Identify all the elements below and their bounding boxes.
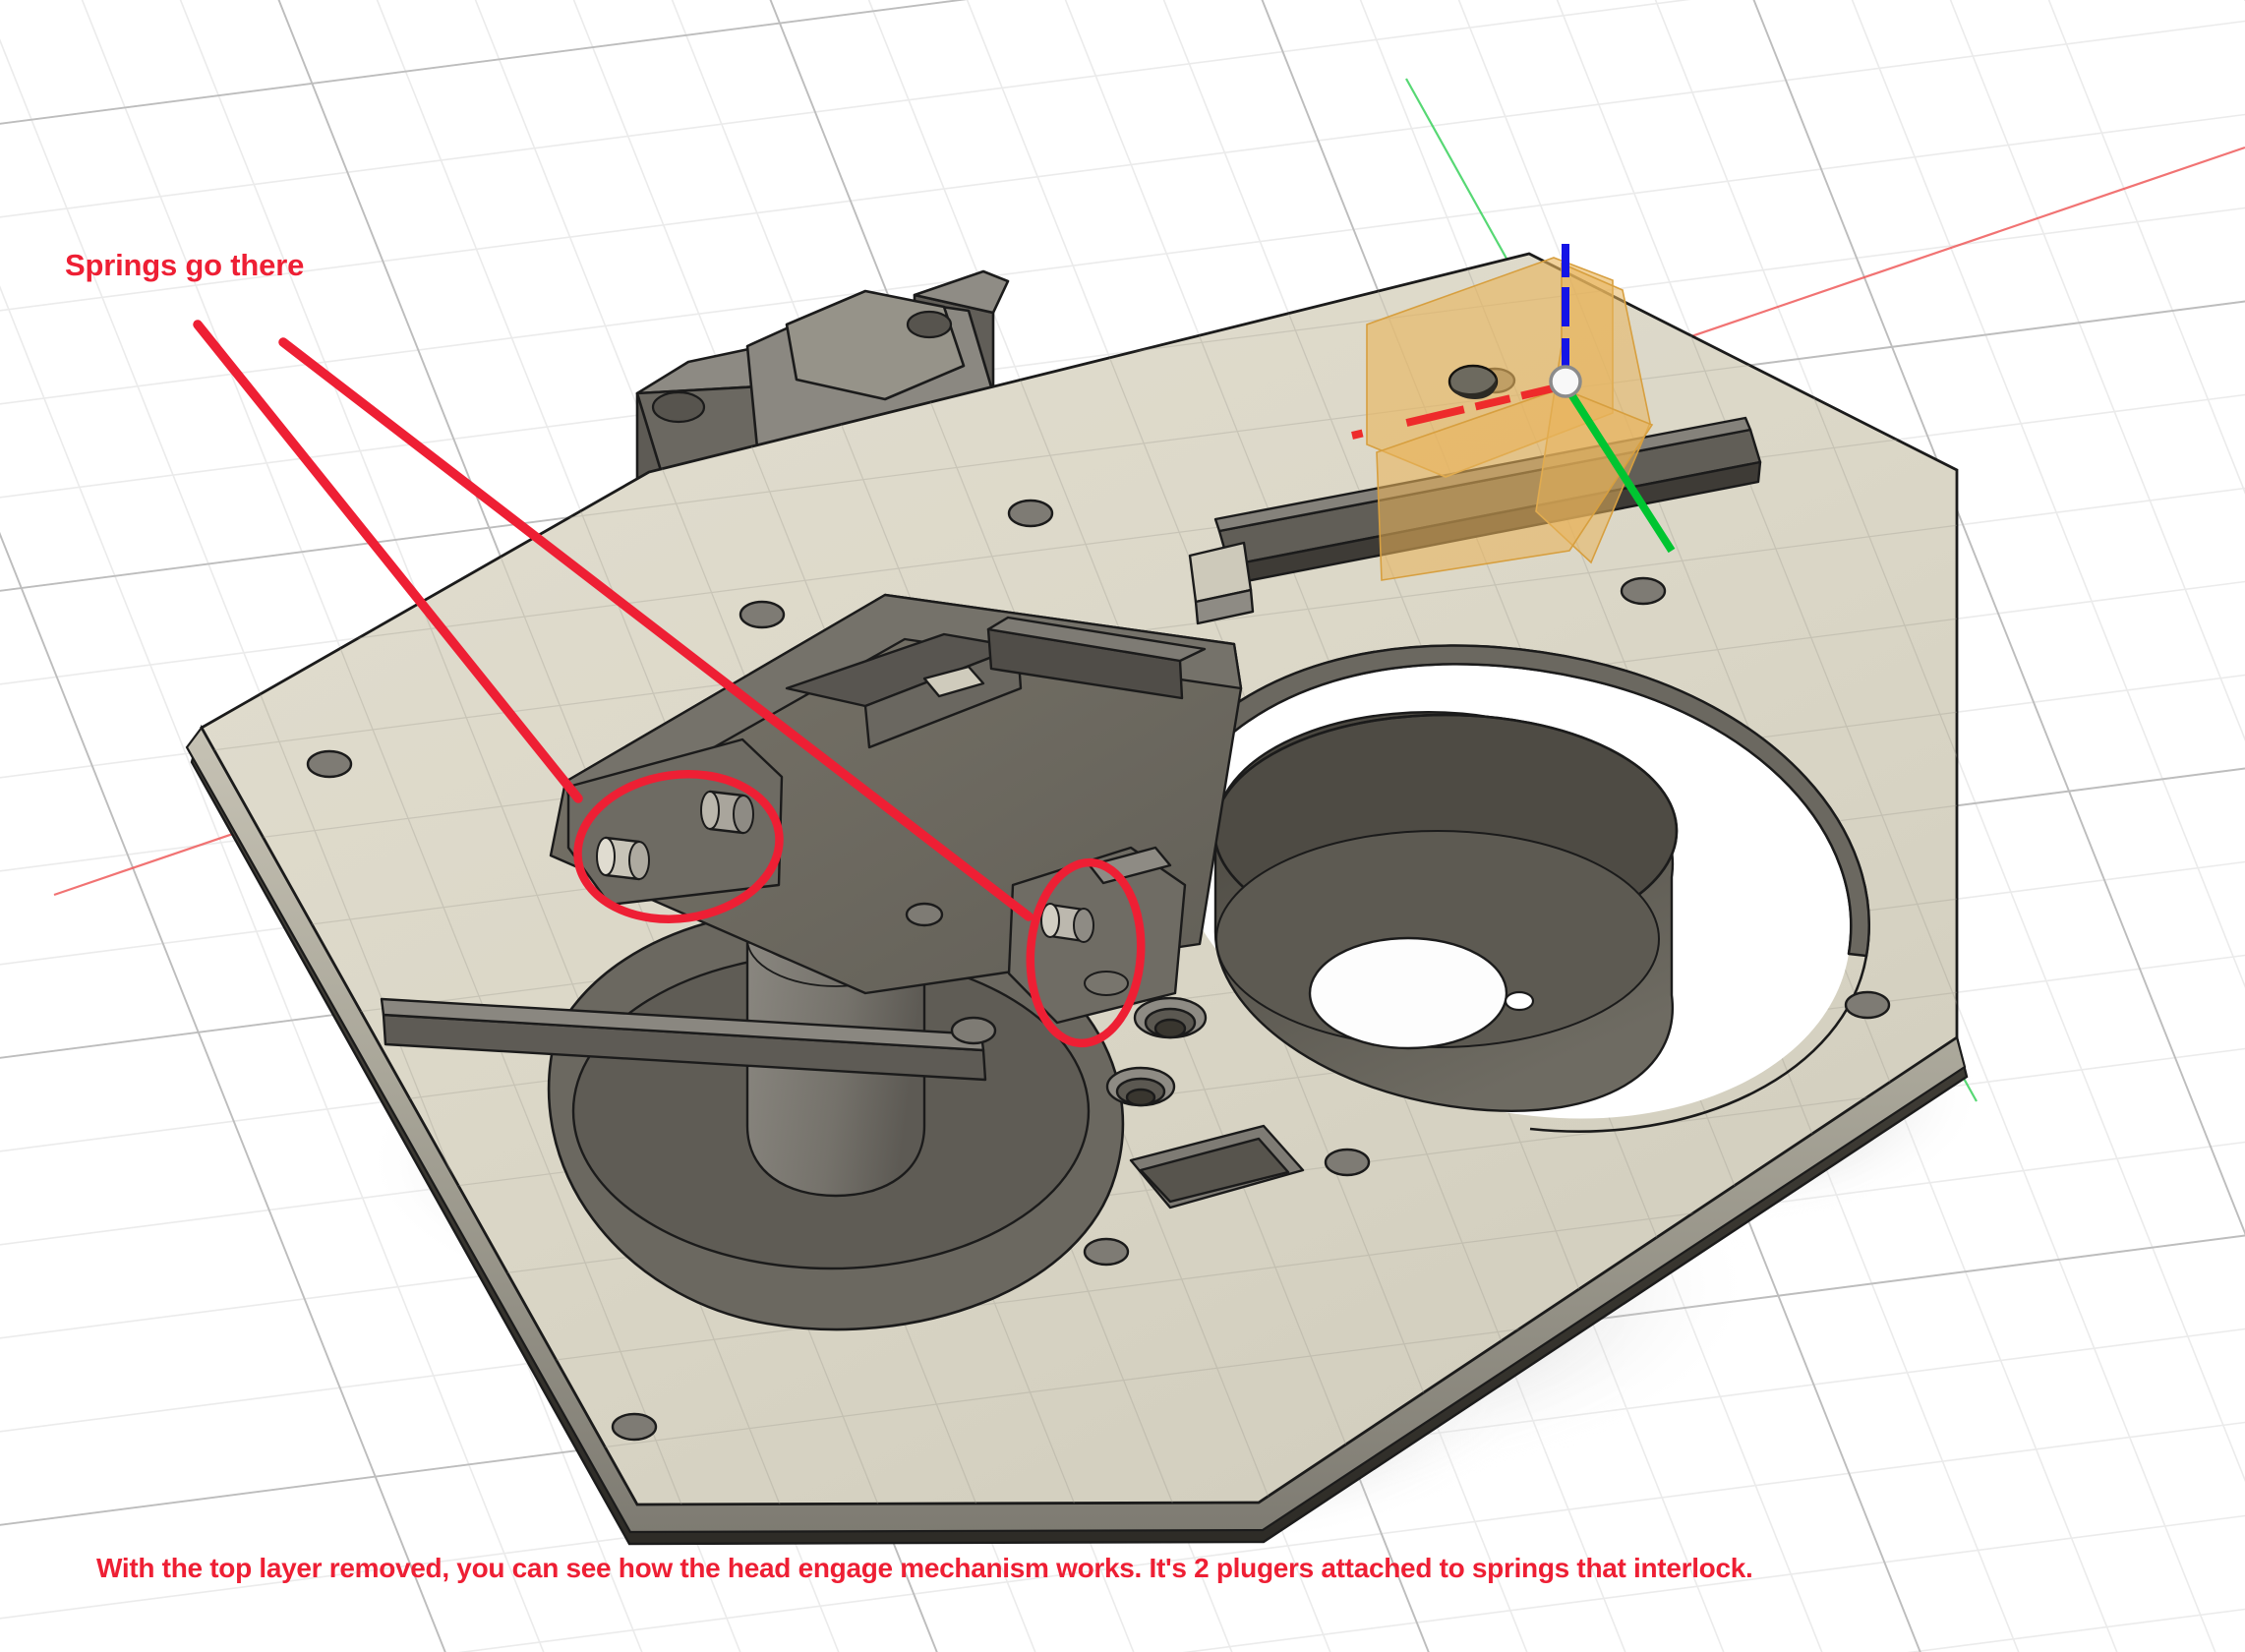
threaded-boss-upper xyxy=(1133,996,1208,1039)
top-notch-features xyxy=(1188,541,1255,625)
right-reel-bore[interactable] xyxy=(1212,711,1679,1112)
leader-to-right-pocket xyxy=(278,337,1034,921)
axis-y-arrow xyxy=(1566,388,1676,554)
highlight-left-plunger-pocket xyxy=(573,770,784,923)
mounting-holes xyxy=(306,367,1891,1442)
right-plunger-pin xyxy=(1040,903,1094,943)
annotation-caption: With the top layer removed, you can see … xyxy=(96,1553,1753,1583)
left-plunger-pin-outer xyxy=(700,790,754,835)
leader-to-left-pocket xyxy=(193,320,583,803)
lower-center-pocket[interactable] xyxy=(1129,1124,1305,1210)
highlight-right-plunger-pocket xyxy=(1026,857,1146,1048)
annotation-label-springs: Springs go there xyxy=(65,248,305,282)
origin-area-hole xyxy=(1447,364,1499,399)
origin-point xyxy=(1549,365,1582,398)
left-plunger-pin-inner xyxy=(596,836,650,881)
construction-plane-xz xyxy=(1376,387,1654,581)
axis-x-arrow xyxy=(1351,382,1566,440)
axis-triad[interactable] xyxy=(1351,244,1676,554)
threaded-boss-lower xyxy=(1105,1066,1176,1107)
center-pockets[interactable] xyxy=(785,616,1207,749)
